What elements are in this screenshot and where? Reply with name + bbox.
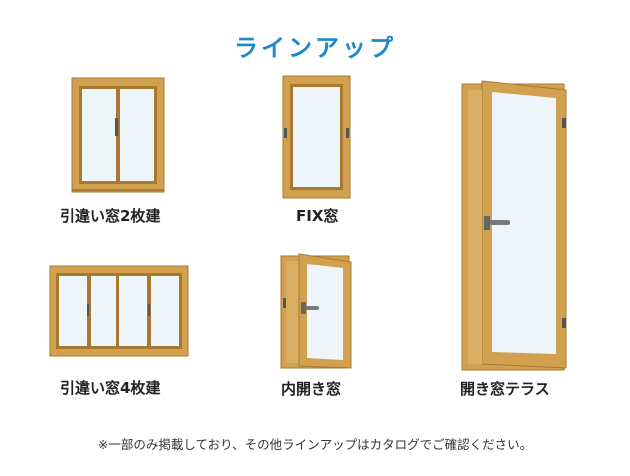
fixed-window-icon (282, 75, 351, 199)
product-label: 引違い窓4枚建 (60, 379, 161, 397)
product-label: 内開き窓 (281, 380, 342, 398)
footnote: ※一部のみ掲載しており、その他ラインアップはカタログでご確認ください。 (97, 437, 533, 452)
sliding-window-4-pane-icon (49, 265, 189, 357)
product-label: 開き窓テラス (460, 380, 550, 398)
inward-opening-window-icon (280, 253, 352, 369)
product-label: FIX窓 (296, 207, 339, 225)
product-label: 引違い窓2枚建 (60, 207, 161, 225)
page-title: ラインアップ (234, 34, 396, 62)
sliding-window-2-pane-icon (71, 77, 165, 193)
terrace-casement-door-icon (461, 80, 567, 371)
